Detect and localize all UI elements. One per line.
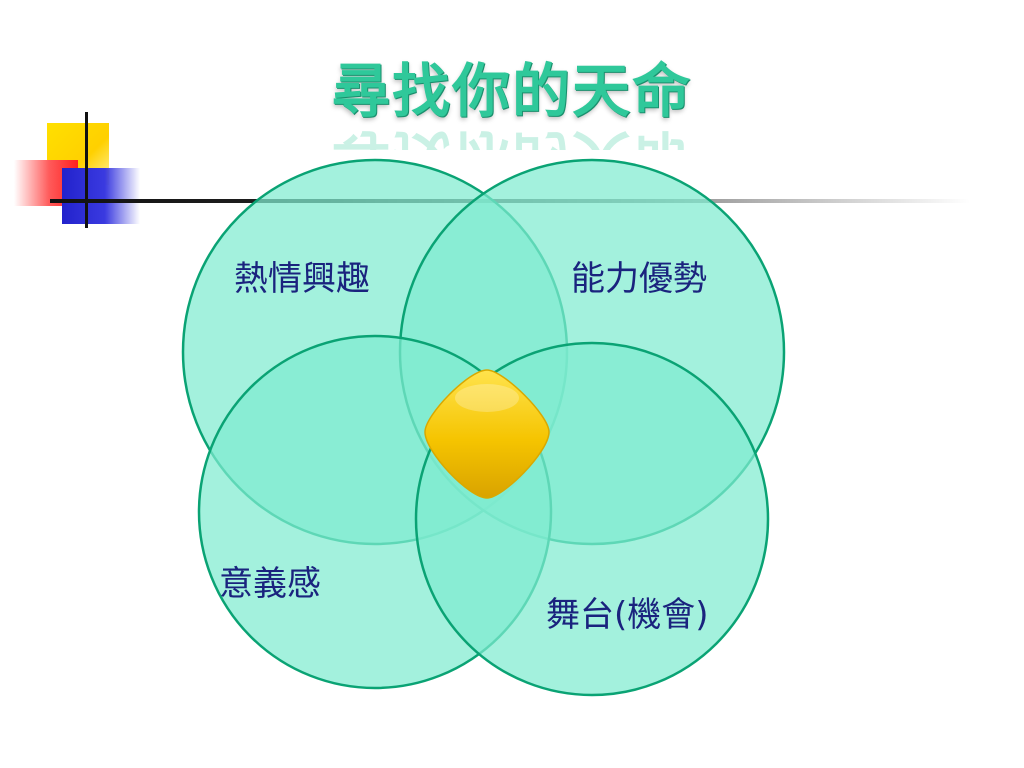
slide-title: 尋找你的天命 [331, 57, 692, 125]
venn-label-stage: 舞台(機會) [546, 595, 709, 635]
decor-vertical-line [85, 112, 88, 228]
venn-center-highlight [455, 384, 519, 412]
venn-label-passion: 熱情興趣 [234, 259, 370, 299]
venn-label-ability: 能力優勢 [571, 259, 707, 299]
venn-label-meaning: 意義感 [219, 564, 321, 604]
venn-center-shape [424, 369, 550, 499]
decor-blue-square [62, 168, 140, 224]
